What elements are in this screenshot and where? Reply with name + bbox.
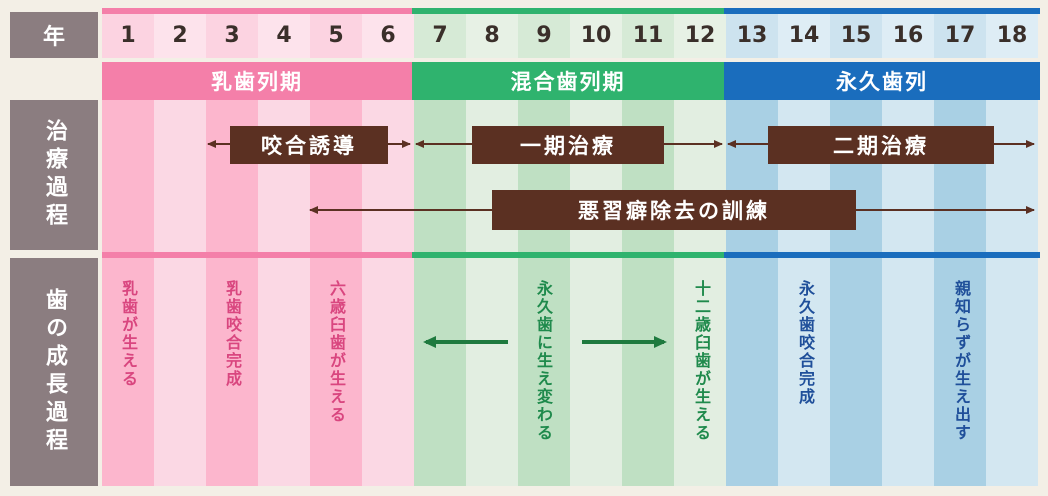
growth-event-permanent-complete: 永久歯咬合完成 [796, 280, 815, 406]
phase-mixed-dentition: 混合歯列期 [412, 62, 724, 100]
phase-two-label: 二期治療 [833, 134, 929, 158]
year-column-top [934, 12, 986, 58]
year-column-growth [258, 258, 310, 486]
phase-two-box: 二期治療 [768, 126, 994, 164]
year-column-top [622, 12, 674, 58]
phase-permanent-label: 永久歯列 [836, 70, 928, 94]
phase-bar-mixed-top [412, 8, 724, 14]
phase-bar-primary-mid [102, 252, 412, 258]
year-column-top [102, 12, 154, 58]
year-column-growth [726, 258, 778, 486]
year-column-growth [154, 258, 206, 486]
year-column-treatment [154, 100, 206, 252]
year-column-growth [362, 258, 414, 486]
year-column-top [830, 12, 882, 58]
year-column-growth [206, 258, 258, 486]
year-column-top [310, 12, 362, 58]
year-number: 15 [840, 22, 872, 48]
year-number: 18 [996, 22, 1028, 48]
year-column-treatment [414, 100, 466, 252]
year-column-top [414, 12, 466, 58]
growth-event-six-year-molar: 六歳臼歯が生える [327, 280, 346, 424]
growth-event-permanent-replace: 永久歯に生え変わる [534, 280, 553, 442]
year-column-top [726, 12, 778, 58]
year-column-growth [518, 258, 570, 486]
year-number: 6 [380, 22, 396, 48]
year-column-top [674, 12, 726, 58]
year-column-top [154, 12, 206, 58]
year-number: 5 [328, 22, 344, 48]
year-number: 10 [580, 22, 612, 48]
year-number: 8 [484, 22, 500, 48]
year-column-growth [778, 258, 830, 486]
year-column-growth [414, 258, 466, 486]
growth-process-header: 歯の成長過程 [10, 258, 98, 486]
growth-event-wisdom-teeth: 親知らずが生え出す [952, 280, 971, 442]
treatment-process-header: 治療過程 [10, 100, 98, 250]
year-column-growth [674, 258, 726, 486]
occlusion-guidance-box: 咬合誘導 [230, 126, 388, 164]
growth-event-primary-erupt: 乳歯が生える [119, 280, 138, 388]
year-column-growth [570, 258, 622, 486]
phase-bar-permanent-mid [724, 252, 1040, 258]
year-column-top [986, 12, 1038, 58]
year-number: 16 [892, 22, 924, 48]
year-column-growth [466, 258, 518, 486]
habit-training-label: 悪習癖除去の訓練 [578, 199, 770, 223]
year-number: 9 [536, 22, 552, 48]
phase-permanent-dentition: 永久歯列 [724, 62, 1040, 100]
year-header: 年 [10, 12, 98, 58]
growth-event-primary-complete: 乳歯咬合完成 [223, 280, 242, 388]
year-column-top [518, 12, 570, 58]
year-column-treatment [206, 100, 258, 252]
year-column-top [206, 12, 258, 58]
year-number: 4 [276, 22, 292, 48]
year-column-top [778, 12, 830, 58]
year-column-top [570, 12, 622, 58]
year-column-growth [882, 258, 934, 486]
year-column-growth [310, 258, 362, 486]
phase-mixed-label: 混合歯列期 [510, 70, 626, 94]
growth-event-twelve-year-molar: 十二歳臼歯が生える [692, 280, 711, 442]
year-column-treatment [986, 100, 1038, 252]
year-column-growth [986, 258, 1038, 486]
year-number: 13 [736, 22, 768, 48]
year-column-growth [622, 258, 674, 486]
year-column-treatment [258, 100, 310, 252]
year-column-treatment [882, 100, 934, 252]
year-column-growth [830, 258, 882, 486]
year-header-label: 年 [42, 25, 65, 50]
year-column-growth [102, 258, 154, 486]
habit-training-box: 悪習癖除去の訓練 [492, 190, 856, 230]
phase-primary-dentition: 乳歯列期 [102, 62, 412, 100]
year-column-top [258, 12, 310, 58]
year-column-treatment [362, 100, 414, 252]
treatment-process-label: 治療過程 [42, 119, 67, 231]
year-number: 7 [432, 22, 448, 48]
phase-bar-mixed-mid [412, 252, 724, 258]
year-column-growth [934, 258, 986, 486]
year-number: 3 [224, 22, 240, 48]
year-number: 12 [684, 22, 716, 48]
year-column-treatment [310, 100, 362, 252]
year-column-top [362, 12, 414, 58]
phase-bar-permanent-top [724, 8, 1040, 14]
phase-bar-primary-top [102, 8, 412, 14]
year-number: 1 [120, 22, 136, 48]
phase-one-label: 一期治療 [520, 134, 616, 158]
year-column-top [882, 12, 934, 58]
phase-primary-label: 乳歯列期 [211, 70, 303, 94]
year-number: 11 [632, 22, 664, 48]
occlusion-guidance-label: 咬合誘導 [261, 134, 357, 158]
year-column-top [466, 12, 518, 58]
year-number: 2 [172, 22, 188, 48]
phase-one-box: 一期治療 [472, 126, 664, 164]
year-number: 17 [944, 22, 976, 48]
year-column-treatment [102, 100, 154, 252]
year-number: 14 [788, 22, 820, 48]
growth-process-label: 歯の成長過程 [42, 288, 67, 456]
year-column-treatment [934, 100, 986, 252]
